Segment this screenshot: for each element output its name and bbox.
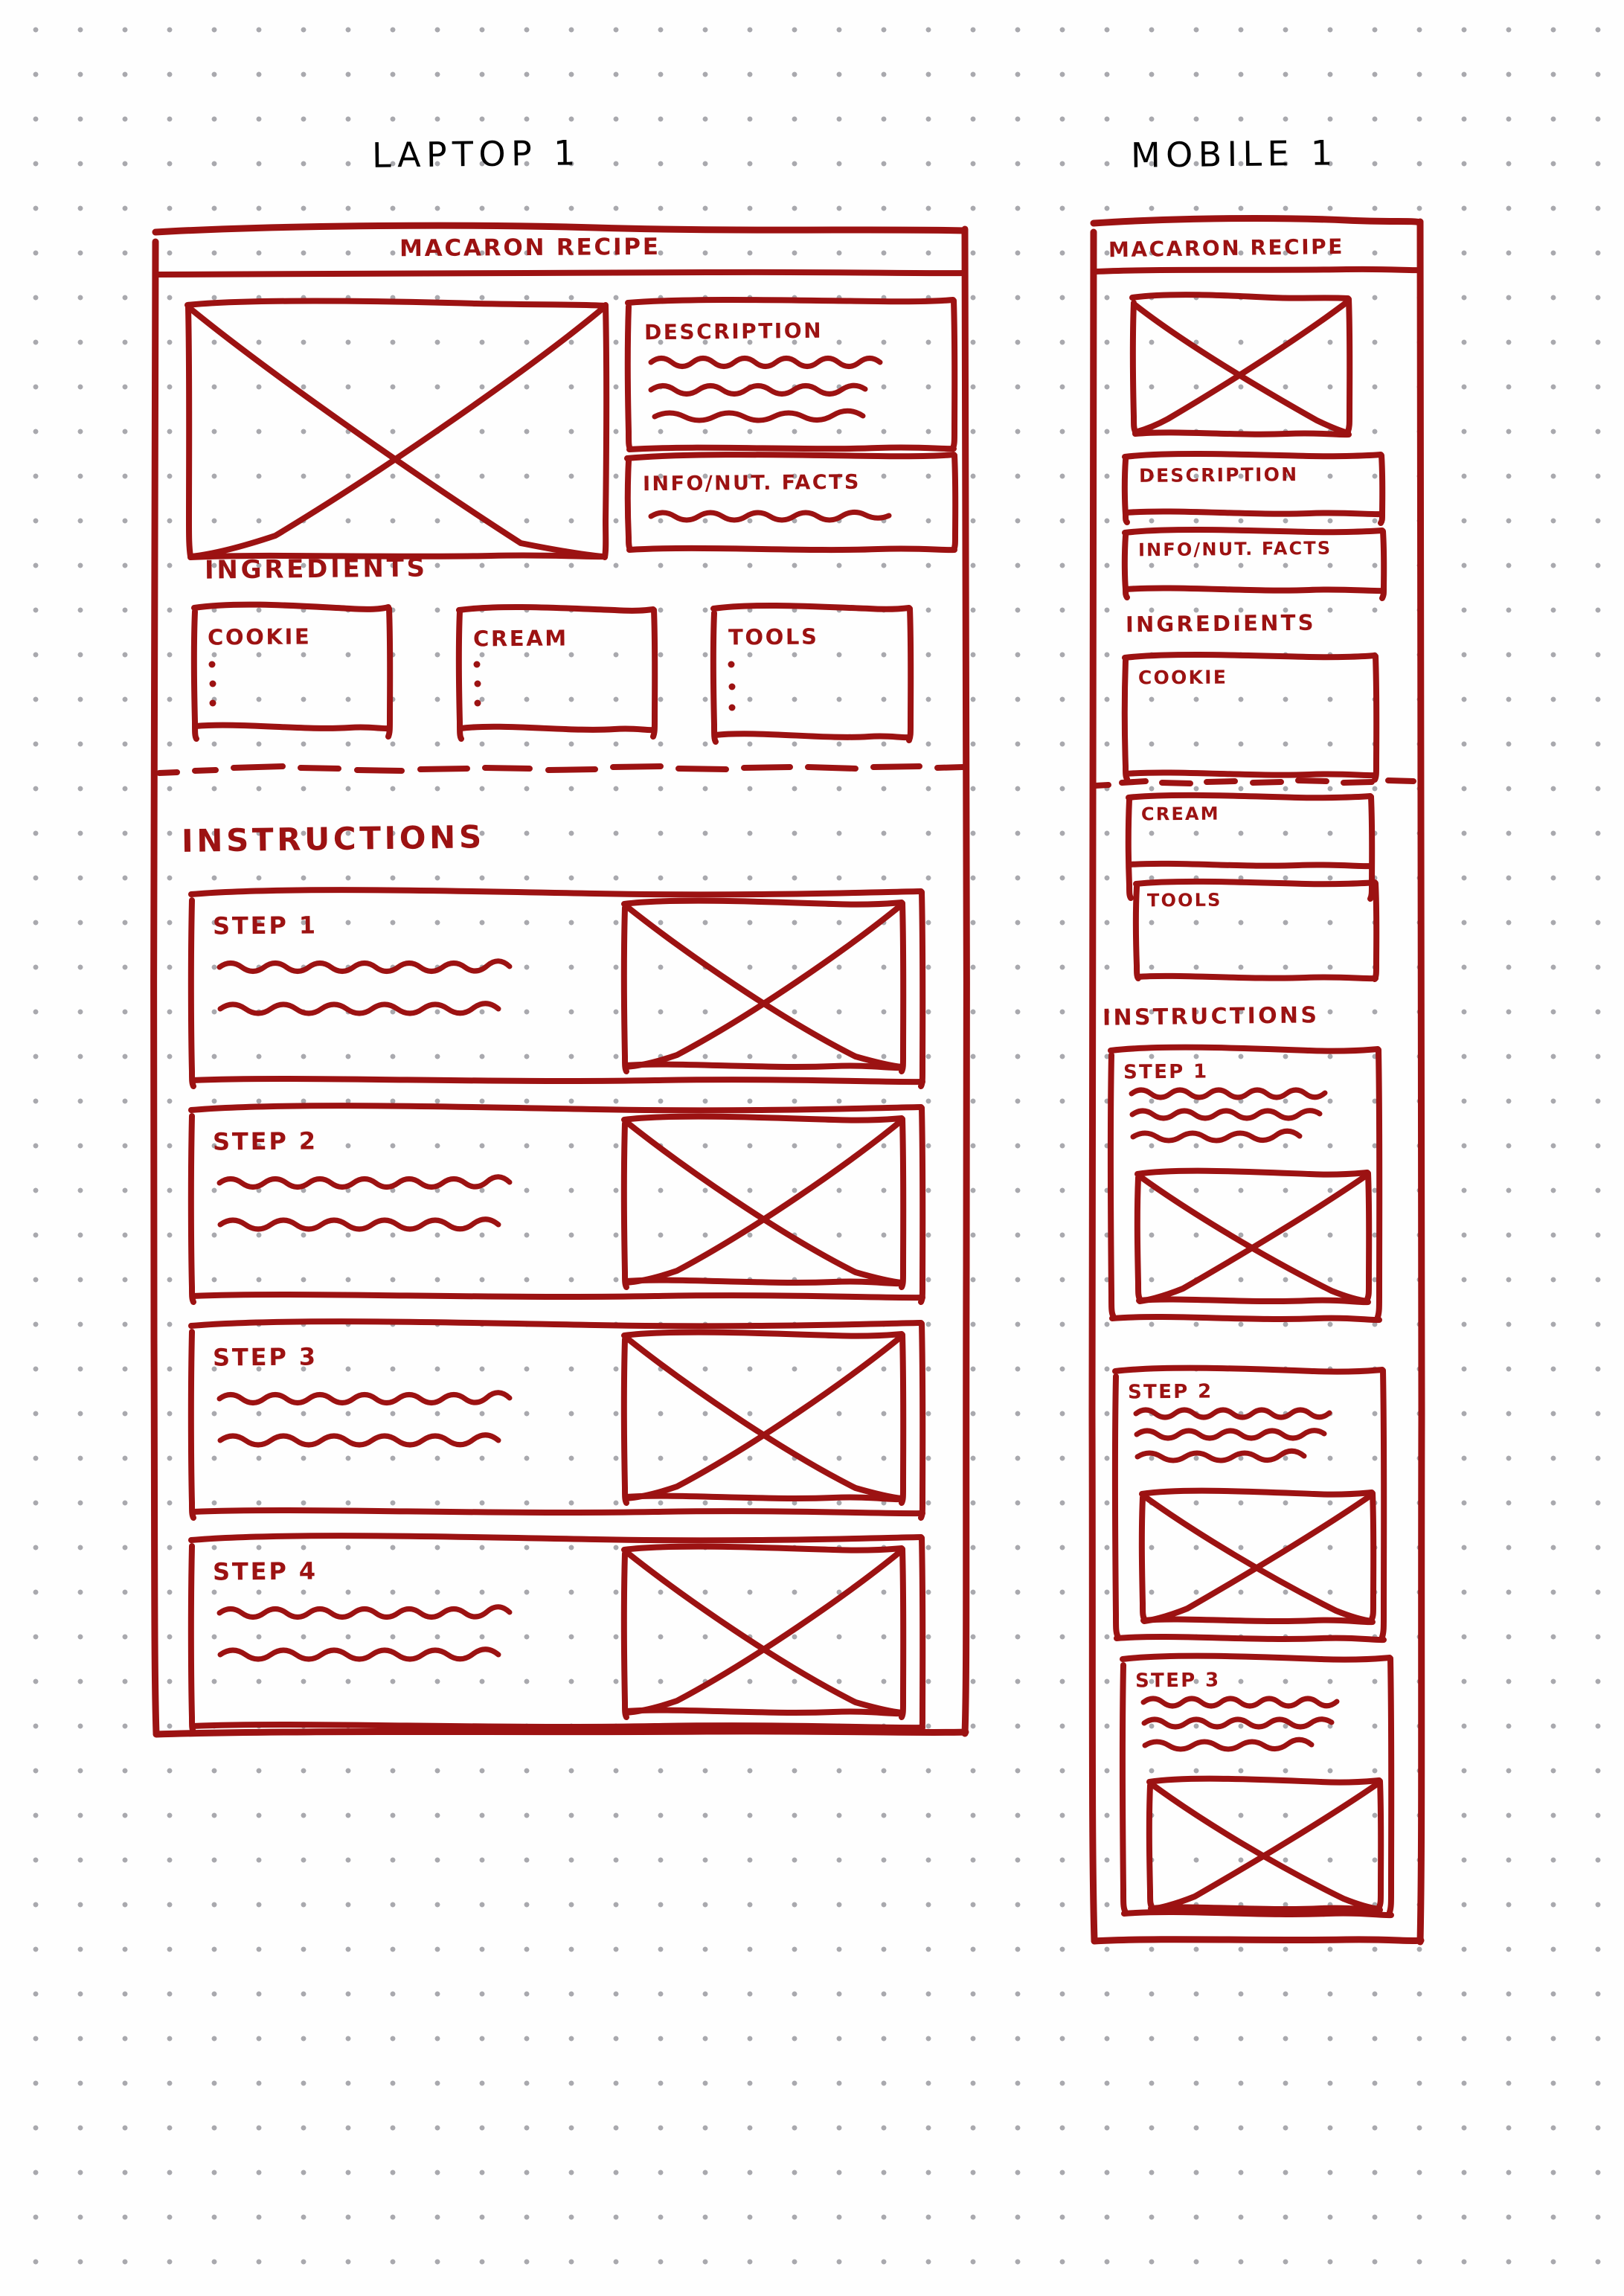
mobile-description-panel[interactable] — [1125, 452, 1382, 516]
laptop-ingredients-heading: INGREDIENTS — [204, 553, 428, 586]
laptop-step-4-image[interactable] — [624, 1546, 904, 1716]
laptop-info-panel[interactable] — [627, 454, 956, 552]
laptop-description-panel[interactable] — [628, 299, 955, 451]
mobile-hero-image[interactable] — [1132, 295, 1351, 436]
mobile-header-bar[interactable] — [1095, 223, 1419, 269]
laptop-hero-image[interactable] — [187, 301, 607, 559]
laptop-instructions-heading: INSTRUCTIONS — [181, 818, 486, 859]
mobile-instructions-heading: INSTRUCTIONS — [1102, 1002, 1320, 1031]
mobile-ingredient-cream-box[interactable] — [1129, 793, 1373, 869]
mobile-ingredient-cookie-box[interactable] — [1125, 653, 1376, 780]
mobile-step-3-image[interactable] — [1149, 1777, 1381, 1911]
laptop-step-2-image[interactable] — [624, 1116, 904, 1286]
laptop-ingredient-cookie-box[interactable] — [194, 604, 391, 738]
mobile-step-2-image[interactable] — [1142, 1489, 1374, 1623]
laptop-step-1-image[interactable] — [624, 900, 904, 1070]
laptop-screen-title: LAPTOP 1 — [371, 132, 582, 176]
laptop-header-bar[interactable] — [157, 232, 965, 273]
laptop-ingredient-tools-box[interactable] — [713, 604, 911, 740]
mobile-info-panel[interactable] — [1125, 528, 1384, 592]
mobile-ingredient-tools-box[interactable] — [1136, 879, 1377, 981]
mobile-screen-title: MOBILE 1 — [1130, 132, 1338, 176]
laptop-step-3-image[interactable] — [624, 1332, 904, 1501]
mobile-step-1-image[interactable] — [1137, 1170, 1370, 1303]
mobile-ingredients-heading: INGREDIENTS — [1125, 609, 1316, 638]
laptop-ingredient-cream-box[interactable] — [459, 606, 655, 738]
